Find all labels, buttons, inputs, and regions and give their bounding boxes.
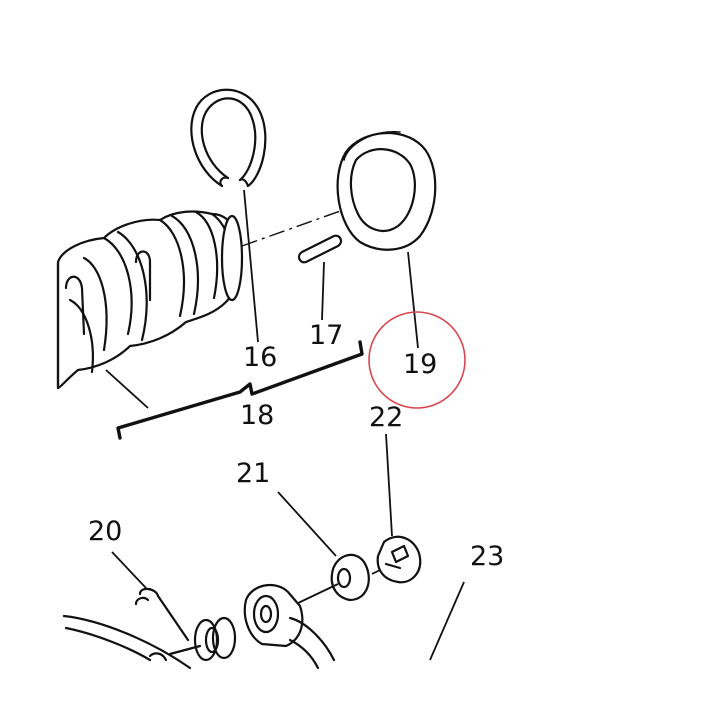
callout-20: 20 (88, 516, 122, 547)
callout-17: 17 (309, 320, 343, 351)
center-axis (241, 203, 361, 247)
callout-21: 21 (236, 458, 270, 489)
callout-23: 23 (470, 541, 504, 572)
callout-16: 16 (243, 342, 277, 373)
pin-17 (297, 234, 343, 321)
lever-arm-23 (62, 581, 465, 670)
circlip-16 (190, 88, 267, 343)
spring-20 (111, 551, 237, 662)
washer-21 (277, 491, 370, 605)
bracket-18 (116, 340, 364, 440)
ring-19 (336, 131, 437, 349)
bolt-head (243, 583, 336, 670)
callout-22: 22 (369, 402, 403, 433)
callout-19: 19 (403, 349, 437, 380)
highlight-circle-19 (368, 311, 466, 409)
callout-18: 18 (240, 400, 274, 431)
e-clip-22 (371, 433, 422, 584)
bellows-boot (56, 210, 244, 409)
